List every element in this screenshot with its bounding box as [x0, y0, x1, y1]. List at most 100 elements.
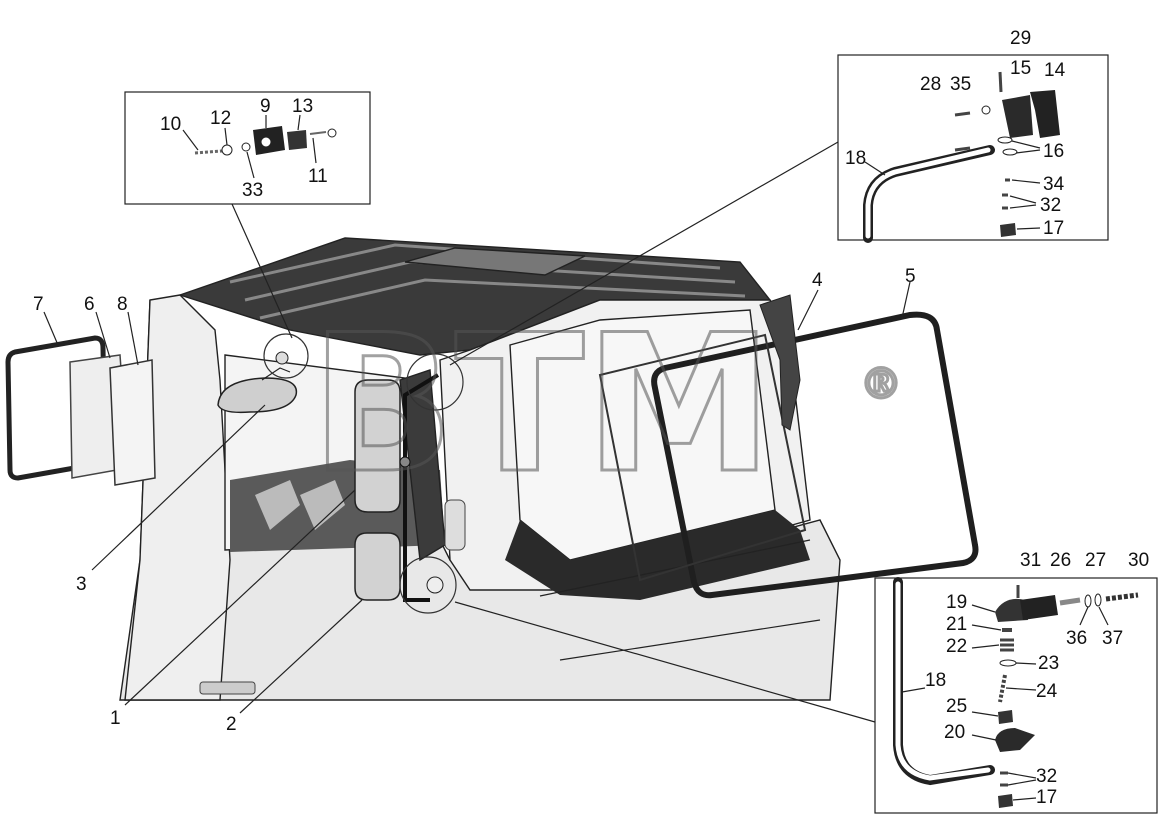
label-1: 1	[110, 708, 121, 729]
mirror-1-clamp	[399, 456, 411, 468]
leader-25	[971, 711, 999, 717]
label-9: 9	[260, 96, 271, 117]
label-30: 30	[1128, 550, 1149, 571]
label-2: 2	[226, 714, 237, 735]
label-22: 22	[946, 636, 967, 657]
mirror-3-arm	[261, 367, 291, 381]
leader-19	[971, 604, 996, 613]
leader-22	[971, 644, 1000, 649]
mirror-3-head	[217, 377, 298, 414]
inset-mirror-3-mount: 10 12 9 13 11 33	[124, 91, 371, 339]
part-16-washer-a	[997, 136, 1013, 144]
detail-circle-mirror3	[263, 333, 309, 379]
label-15: 15	[1010, 58, 1031, 79]
part-18-rod-inner	[895, 581, 991, 781]
left-mirror-3	[217, 351, 298, 414]
detail-circle-mirror2	[399, 556, 457, 614]
label-14: 14	[1044, 60, 1066, 81]
leader-18	[864, 161, 886, 176]
side-window-seal	[5, 335, 156, 486]
leader-32b	[1007, 779, 1037, 786]
label-18: 18	[845, 148, 866, 169]
label-6: 6	[84, 294, 95, 315]
part-16-washer-b	[1002, 148, 1018, 156]
windshield-seal-5	[651, 311, 979, 599]
label-32: 32	[1036, 766, 1057, 787]
part-36-washer	[1084, 594, 1092, 608]
label-4: 4	[812, 270, 823, 291]
truck-cab	[119, 237, 841, 701]
label-13: 13	[292, 96, 313, 117]
part-13-plate	[287, 130, 307, 150]
watermark-registered: ®	[860, 359, 902, 408]
leader-17	[1016, 227, 1041, 230]
leader-12	[224, 127, 228, 146]
leader-17	[1012, 797, 1037, 801]
leader-5	[901, 281, 911, 319]
label-37: 37	[1102, 628, 1123, 649]
cab-side-panel	[124, 294, 231, 701]
leader-36	[1079, 606, 1089, 626]
leader-10	[182, 129, 199, 151]
label-26: 26	[1050, 550, 1071, 571]
part-20-housing	[995, 728, 1035, 752]
label-21: 21	[946, 614, 967, 635]
inset-leader	[449, 141, 839, 366]
label-10: 10	[160, 114, 181, 135]
label-32: 32	[1040, 195, 1061, 216]
part-28-bolt	[954, 111, 971, 117]
inset-mirror-2-lower-mount: 31 26 27 30 19 21 22 36 37 23 24 18 25 2…	[454, 550, 1158, 814]
label-11: 11	[308, 166, 328, 187]
main-callouts: 7 6 8 4 5 3 1 2	[33, 266, 916, 735]
leader-24	[1005, 687, 1037, 691]
part-23-washer	[999, 659, 1017, 667]
leader-33	[246, 151, 255, 179]
leader-11	[312, 137, 317, 164]
label-19: 19	[946, 592, 967, 613]
leader-34	[1011, 179, 1041, 184]
part-25	[998, 710, 1013, 724]
part-15-bracket	[1002, 95, 1033, 138]
label-34: 34	[1043, 174, 1065, 195]
part-11-head	[327, 128, 337, 138]
label-25: 25	[946, 696, 967, 717]
label-12: 12	[210, 108, 231, 129]
label-16: 16	[1043, 141, 1064, 162]
mirror-1-head	[354, 379, 401, 513]
label-27: 27	[1085, 550, 1106, 571]
part-29-bolt	[998, 71, 1003, 93]
leader-2	[239, 599, 363, 714]
leader-3	[91, 404, 266, 571]
part-19-housing	[995, 598, 1028, 622]
label-18: 18	[925, 670, 946, 691]
part-12-washer	[221, 144, 233, 156]
leader-32a	[1007, 772, 1037, 779]
windshield-frame-dark	[505, 510, 810, 600]
leader-37	[1098, 606, 1109, 626]
part-37-washer	[1094, 593, 1102, 607]
leader-21	[971, 624, 1002, 631]
windshield-glass	[598, 333, 807, 582]
seat-shape-right	[300, 480, 345, 530]
body-seam-2	[559, 619, 821, 661]
part-14-bracket	[1030, 90, 1060, 138]
label-29: 29	[1010, 28, 1031, 49]
leader-13	[297, 114, 301, 131]
watermark-text: ВТМ	[310, 294, 774, 515]
part-17-nut	[1000, 223, 1016, 237]
label-23: 23	[1038, 653, 1059, 674]
inset-frame	[837, 54, 1109, 241]
part-26-plate	[1020, 595, 1058, 620]
leader-4	[797, 289, 819, 331]
part-11-screw	[309, 131, 327, 135]
door-handle	[199, 681, 256, 695]
leader-20	[971, 734, 997, 741]
side-vent	[444, 499, 466, 551]
part-10-bolt	[194, 149, 223, 155]
inset-leader	[454, 601, 876, 723]
leader-32b	[1009, 204, 1037, 209]
inset-leader	[231, 203, 293, 339]
inset-mirror-1-top-mount: 29 15 14 28 35 18 16 34 32 17	[449, 28, 1109, 366]
label-20: 20	[944, 722, 965, 743]
